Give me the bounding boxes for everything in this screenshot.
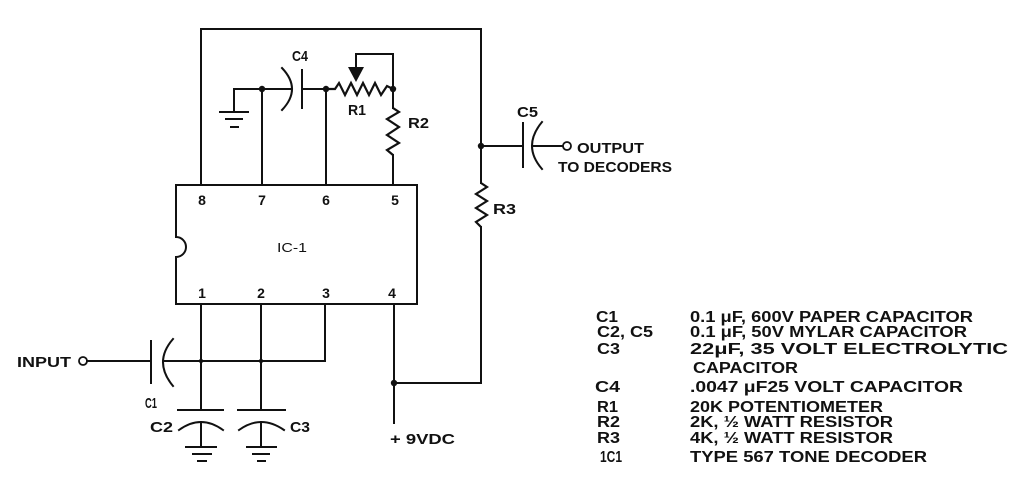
ic-body (175, 184, 418, 305)
part-ref: R2 (597, 414, 620, 431)
parts-list-row: 1C1 TYPE 567 TONE DECODER (600, 449, 928, 466)
r2-resistor (384, 107, 402, 156)
junction-supply (390, 379, 398, 387)
part-description: .0047 μF25 VOLT CAPACITOR (690, 379, 964, 396)
part-ref: 1C1 (600, 449, 622, 466)
part-ref: R3 (597, 430, 620, 447)
output-terminal (562, 141, 572, 151)
r1-potentiometer (327, 80, 394, 98)
pin-label-2: 2 (257, 285, 265, 301)
part-description: 22μF, 35 VOLT ELECTROLYTIC (690, 341, 1009, 358)
ground-icon (219, 111, 249, 128)
junction-pin2 (258, 358, 264, 364)
r2-label: R2 (408, 115, 429, 132)
part-description-continued: CAPACITOR (693, 360, 798, 377)
r1-label: R1 (348, 102, 366, 119)
part-description: 4K, ½ WATT RESISTOR (690, 430, 894, 447)
pin-label-5: 5 (391, 192, 399, 208)
part-description: 2K, ½ WATT RESISTOR (690, 414, 894, 431)
ground-icon (246, 446, 277, 462)
junction-pin1 (198, 358, 204, 364)
part-ref: R1 (597, 399, 618, 416)
input-label: INPUT (17, 354, 71, 371)
wire-r3-to-supply (393, 226, 482, 384)
c1-label: C1 (145, 395, 157, 412)
c4-label: C4 (292, 48, 309, 65)
pin-label-7: 7 (258, 192, 266, 208)
part-ref: C2, C5 (597, 324, 653, 341)
pin-label-3: 3 (322, 285, 330, 301)
wire-c1-to-pin3 (162, 303, 326, 362)
part-description: 20K POTENTIOMETER (690, 399, 884, 416)
parts-list-row: C2, C5 0.1 μF, 50V MYLAR CAPACITOR (597, 324, 968, 341)
supply-label: + 9VDC (390, 431, 455, 448)
parts-list-row: R2 2K, ½ WATT RESISTOR (597, 414, 894, 431)
r3-resistor (473, 182, 490, 228)
input-terminal (78, 356, 88, 366)
parts-list: C1 0.1 μF, 600V PAPER CAPACITOR C2, C5 0… (595, 309, 1009, 466)
wire-ground-to-c4 (233, 88, 292, 113)
pin-label-6: 6 (322, 192, 330, 208)
wire-pin8-loop (200, 28, 482, 186)
pin-label-1: 1 (198, 285, 206, 301)
r3-label: R3 (493, 201, 516, 218)
ic-label: IC-1 (277, 240, 307, 255)
output-label: OUTPUT (577, 140, 644, 157)
part-ref: C1 (596, 309, 618, 326)
ground-icon (185, 446, 217, 462)
part-description: 0.1 μF, 600V PAPER CAPACITOR (690, 309, 974, 326)
part-ref: C3 (597, 341, 620, 358)
parts-list-row: C3 22μF, 35 VOLT ELECTROLYTIC CAPACITOR (597, 341, 1009, 377)
c5-label: C5 (517, 104, 538, 121)
c1-plate-curved (162, 337, 175, 388)
part-description: 0.1 μF, 50V MYLAR CAPACITOR (690, 324, 968, 341)
c2-label: C2 (150, 419, 173, 436)
parts-list-row: R3 4K, ½ WATT RESISTOR (597, 430, 894, 447)
parts-list-row: C1 0.1 μF, 600V PAPER CAPACITOR (596, 309, 974, 326)
parts-list-row: R1 20K POTENTIOMETER (597, 399, 884, 416)
pin-label-8: 8 (198, 192, 206, 208)
r1-wiper-wire (355, 53, 394, 90)
part-description: TYPE 567 TONE DECODER (690, 449, 928, 466)
pin-label-4: 4 (388, 285, 396, 301)
c3-label: C3 (290, 419, 310, 436)
part-ref: C4 (595, 379, 620, 396)
output-destination-label: TO DECODERS (558, 159, 672, 176)
r1-wiper-arrow (348, 67, 364, 82)
parts-list-row: C4 .0047 μF25 VOLT CAPACITOR (595, 379, 964, 396)
